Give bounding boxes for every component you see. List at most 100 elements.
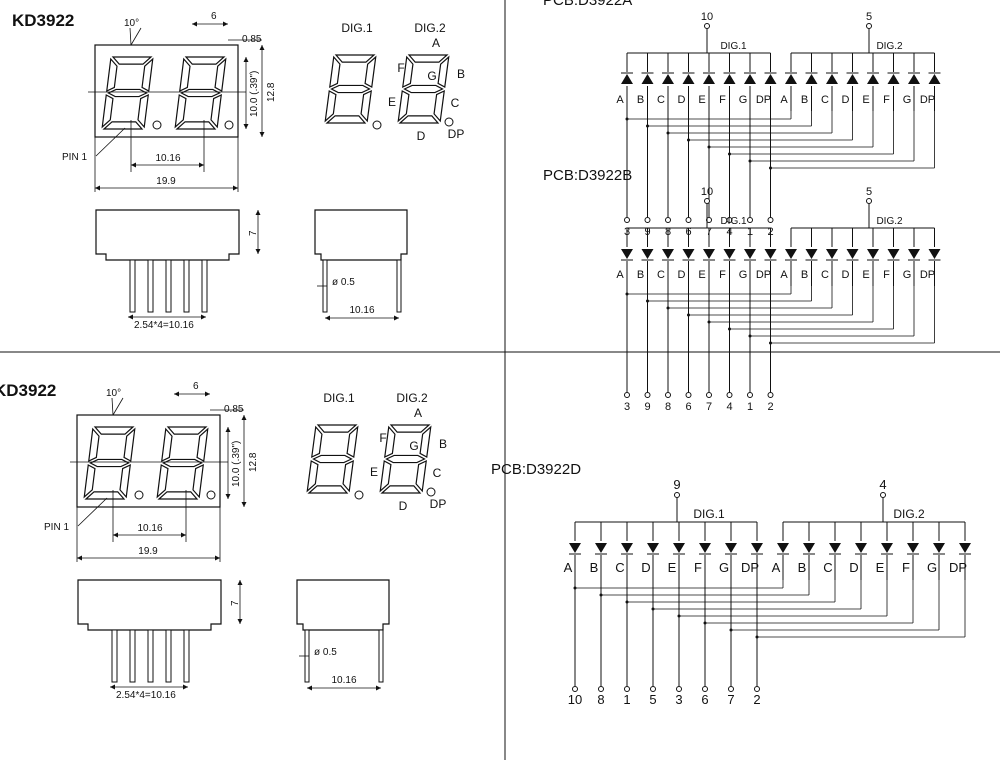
segment-f [402, 55, 414, 89]
dim-dp-gap: 0.85 [242, 34, 262, 45]
dim-digit-height-line-arrow-t [243, 57, 249, 62]
segment-label-2: C [657, 269, 665, 281]
segment-d [175, 121, 217, 130]
pin-number-6: 1 [747, 401, 753, 413]
diode-11 [855, 543, 867, 553]
front-dp-2 [224, 120, 234, 130]
dim-pitch: 10.16 [137, 523, 162, 534]
segment-label-7: DP [756, 94, 771, 106]
segment-label-10: C [823, 560, 832, 575]
side-pin-2 [147, 259, 154, 313]
pin-terminal-1 [598, 686, 604, 692]
pin-terminal-0 [624, 217, 630, 223]
segment-e [101, 94, 114, 129]
segment-f [161, 427, 173, 463]
dim-width-line-arrow-r [215, 555, 220, 561]
schematic-dig2-label: DIG.2 [876, 216, 903, 227]
segment-label-a: A [414, 406, 422, 420]
front-dp-2 [206, 490, 216, 500]
pin-terminal-1 [644, 217, 651, 223]
segment-g [403, 84, 444, 94]
diode-1 [641, 249, 654, 259]
segment-a [316, 424, 358, 433]
diode-1 [641, 74, 654, 84]
schematic-title: PCB:D3922D [491, 461, 581, 478]
segment-a [407, 54, 449, 63]
pin-number-3: 5 [649, 692, 656, 707]
diode-5 [723, 249, 736, 259]
dim-angle-line-1 [111, 397, 114, 416]
com-pin-1: 9 [673, 477, 680, 492]
segment-label-8: A [772, 560, 781, 575]
pin-terminal-3 [685, 217, 692, 223]
segment-d [157, 491, 199, 500]
pin-number-2: 1 [623, 692, 630, 707]
segment-label-11: D [842, 269, 850, 281]
pin-number-1: 8 [597, 692, 604, 707]
dim-pin-diameter: ø 0.5 [332, 277, 355, 288]
segment-label-e: E [370, 465, 378, 479]
diode-7 [751, 543, 763, 553]
segment-a [166, 426, 208, 435]
segment-label-6: G [739, 94, 748, 106]
dim-pin-spacing: 2.54*4=10.16 [134, 320, 194, 331]
com-pin-1: 10 [701, 186, 713, 198]
front-digit-2 [156, 426, 209, 500]
com-terminal-1 [674, 492, 680, 498]
segment-label-13: F [883, 269, 890, 281]
segment-label-4: E [668, 560, 677, 575]
panel-title: KD3922 [0, 381, 56, 400]
dim-overall-height-line-arrow-b [259, 132, 265, 137]
com-terminal-2 [866, 198, 872, 204]
diode-6 [744, 249, 756, 259]
com-terminal-1 [704, 198, 710, 204]
diode-15 [928, 74, 941, 84]
segment-a [389, 424, 431, 433]
side-pin-2 [129, 629, 136, 683]
segment-g [312, 454, 353, 464]
side-pin-5 [201, 259, 208, 313]
dim-overall-height-line-arrow-b [241, 502, 247, 507]
diode-2 [621, 543, 633, 553]
diode-13 [907, 543, 919, 553]
pin-terminal-5 [726, 217, 733, 223]
diode-8 [785, 249, 797, 259]
digit-label-2: DIG.2 [414, 21, 446, 35]
dim-thickness: 7 [248, 230, 259, 236]
diode-4 [703, 74, 715, 84]
pin-number-5: 6 [701, 692, 708, 707]
schematic-dig2-label: DIG.2 [876, 41, 903, 52]
pin-terminal-2 [624, 686, 630, 692]
legend-dp-2 [426, 487, 436, 497]
segment-label-c: C [451, 96, 460, 110]
diode-12 [867, 249, 879, 259]
diode-6 [744, 74, 756, 84]
diode-9 [805, 74, 818, 84]
diode-8 [777, 543, 789, 553]
segment-label-11: D [849, 560, 858, 575]
segment-b [141, 57, 154, 92]
legend-dp-2 [444, 117, 454, 127]
segment-label-dp: DP [430, 497, 447, 511]
dim-row-spacing-line-arrow-r [394, 315, 399, 321]
segment-label-12: E [862, 94, 869, 106]
pin-terminal-7 [754, 686, 760, 692]
pin1-leader [95, 127, 126, 157]
diode-5 [699, 543, 711, 553]
pin-number-0: 3 [624, 401, 630, 413]
diode-10 [829, 543, 841, 553]
segment-label-7: DP [756, 269, 771, 281]
digit-label-1: DIG.1 [323, 391, 355, 405]
segment-a [334, 54, 376, 63]
pin1-label: PIN 1 [62, 152, 87, 163]
segment-f [88, 427, 100, 463]
dim-angle-line-2 [112, 397, 124, 416]
com-pin-2: 4 [879, 477, 886, 492]
segment-label-2: C [615, 560, 624, 575]
diode-3 [647, 543, 659, 553]
legend-digit-2 [379, 424, 432, 494]
segment-d [102, 121, 144, 130]
side-pin-5 [183, 629, 190, 683]
segment-b [123, 427, 136, 462]
